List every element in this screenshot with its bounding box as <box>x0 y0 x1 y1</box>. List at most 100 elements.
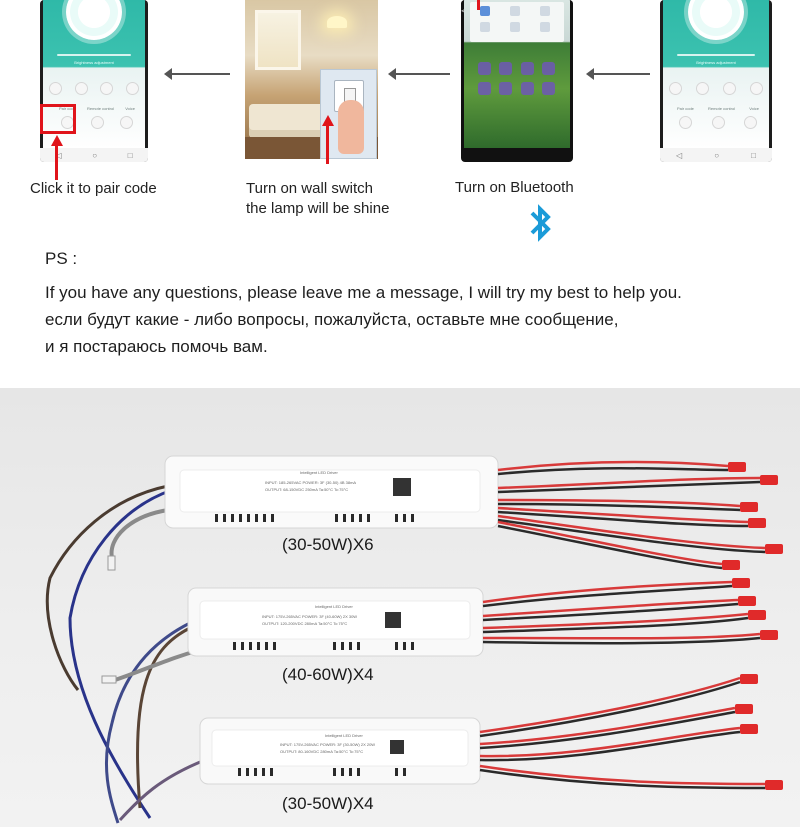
brightness-dial <box>688 0 744 40</box>
brown-input-wire <box>136 626 191 809</box>
product-label-1: (30-50W)X6 <box>282 535 374 554</box>
driver-box-3-top <box>211 729 469 767</box>
vent-slots-1 <box>215 514 414 522</box>
app-icon[interactable] <box>499 82 513 95</box>
bluetooth-tile-icon[interactable] <box>480 6 490 16</box>
room-window <box>255 10 301 70</box>
driver-box-2-top <box>199 600 471 640</box>
rotate-tile-icon[interactable] <box>480 22 490 32</box>
pair-code-label: Pair code <box>677 106 694 111</box>
driver-3-spec-2: OUTPUT: 80-160VDC 280mA Ta:50°C Tc:75°C <box>280 749 363 754</box>
flow-arrow-1 <box>164 68 230 80</box>
pair-code-icon[interactable] <box>679 116 692 129</box>
bluetooth-icon <box>530 204 551 242</box>
room-sofa <box>249 104 331 138</box>
brightness-slider <box>677 54 755 56</box>
driver-1-brand: Intelligent LED Driver <box>300 470 338 475</box>
switch-arrow-head <box>322 115 334 126</box>
recents-icon[interactable]: □ <box>127 150 133 160</box>
driver-3-spec-1: INPUT: 175V-265VAC POWER: 3F (30-50W) 2X… <box>280 742 375 747</box>
label-row: Pair code Remote control Voice <box>677 106 759 111</box>
app-screen: Brightness adjustment Pair code Remote c… <box>663 0 769 148</box>
ps-heading: PS : <box>45 249 78 268</box>
product-label-3: (30-50W)X4 <box>282 794 374 813</box>
voice-label: Voice <box>125 106 135 111</box>
flashlight-tile-icon[interactable] <box>540 22 550 32</box>
moon-icon <box>100 82 114 95</box>
android-home-screen <box>464 0 570 148</box>
timer-icon <box>74 82 88 95</box>
output-connectors <box>722 462 783 790</box>
pair-arrow-shaft <box>55 144 58 180</box>
action-icon-row <box>679 116 757 129</box>
action-icon-row <box>61 116 133 129</box>
remote-control-label: Remote control <box>86 106 115 111</box>
sun-icon <box>49 82 62 95</box>
ps-line-english: If you have any questions, please leave … <box>45 283 682 302</box>
driver-3-brand: Intelligent LED Driver <box>325 733 363 738</box>
grey-wire <box>109 508 169 559</box>
ceiling-lamp <box>327 16 347 28</box>
app-icon[interactable] <box>541 82 555 95</box>
app-icon[interactable] <box>499 62 513 75</box>
product-photo-drawing: Intelligent LED Driver INPUT: 185-265VAC… <box>45 455 783 824</box>
input-terminal <box>107 555 116 571</box>
microphone-icon[interactable] <box>744 116 757 129</box>
driver-1-spec-2: OUTPUT: 68-150VDC 250mA Ta:50°C Tc:75°C <box>265 487 348 492</box>
driver-1-spec-1: INPUT: 185-265VAC POWER: 3F (30-50) 4B 3… <box>265 480 356 485</box>
finger-pressing <box>338 100 364 154</box>
location-tile-icon[interactable] <box>510 22 520 32</box>
sun-icon <box>669 82 682 95</box>
remote-control-label: Remote control <box>707 106 736 111</box>
vent-slots-2 <box>233 642 414 650</box>
mode-icon-row <box>49 82 139 95</box>
brightness-dial <box>66 0 122 40</box>
microphone-icon[interactable] <box>120 116 133 129</box>
palette-icon <box>750 82 763 95</box>
pair-code-highlight <box>40 104 76 134</box>
app-icon[interactable] <box>541 62 555 75</box>
product-photo: Intelligent LED Driver INPUT: 185-265VAC… <box>0 388 800 827</box>
app-screenshot-pair: Brightness adjustment Pair code Remote c… <box>40 0 148 162</box>
purple-input-wire <box>118 758 206 822</box>
app-screen: Brightness adjustment Pair code Remote c… <box>43 0 145 148</box>
slider-label: Brightness adjustment <box>74 60 114 65</box>
qr-code <box>393 478 411 496</box>
android-nav-bar: ◁ ○ □ <box>40 148 148 162</box>
driver-2-brand: Intelligent LED Driver <box>315 604 353 609</box>
android-nav-bar: ◁ ○ □ <box>660 148 772 162</box>
remote-icon[interactable] <box>90 116 104 129</box>
ps-line-russian-1: если будут какие - либо вопросы, пожалуй… <box>45 310 619 329</box>
timer-icon <box>696 82 709 95</box>
product-label-2: (40-60W)X4 <box>282 665 374 684</box>
flow-arrow-3 <box>586 68 650 80</box>
caption-wall-switch-2: the lamp will be shine <box>246 200 390 217</box>
back-icon[interactable]: ◁ <box>55 150 62 160</box>
app-icon[interactable] <box>520 62 534 75</box>
remote-icon[interactable] <box>711 116 725 129</box>
app-screenshot-main: Brightness adjustment Pair code Remote c… <box>660 0 772 162</box>
app-icon[interactable] <box>478 62 491 75</box>
back-icon[interactable]: ◁ <box>676 150 683 160</box>
qr-code <box>390 740 404 754</box>
caption-pair-code: Click it to pair code <box>30 180 157 197</box>
flow-arrow-2 <box>388 68 450 80</box>
palette-icon <box>125 82 139 95</box>
app-icon-grid <box>478 62 556 95</box>
mode-icon-row <box>669 82 763 95</box>
home-icon[interactable]: ○ <box>714 150 720 160</box>
input-terminal <box>101 675 117 684</box>
caption-bluetooth: Turn on Bluetooth <box>455 179 574 196</box>
qr-code <box>385 612 401 628</box>
wifi-tile-icon[interactable] <box>510 6 520 16</box>
caption-wall-switch-1: Turn on wall switch <box>246 180 373 197</box>
vent-slots-3 <box>238 768 406 776</box>
data-tile-icon[interactable] <box>540 6 550 16</box>
recents-icon[interactable]: □ <box>751 150 756 160</box>
switch-arrow-shaft <box>326 124 329 164</box>
pair-code-label: Pair code <box>59 106 76 111</box>
app-icon[interactable] <box>478 82 491 95</box>
home-icon[interactable]: ○ <box>92 150 98 160</box>
app-icon[interactable] <box>520 82 534 95</box>
bluetooth-phone-screenshot: ◁ ○ □ <box>461 0 573 162</box>
